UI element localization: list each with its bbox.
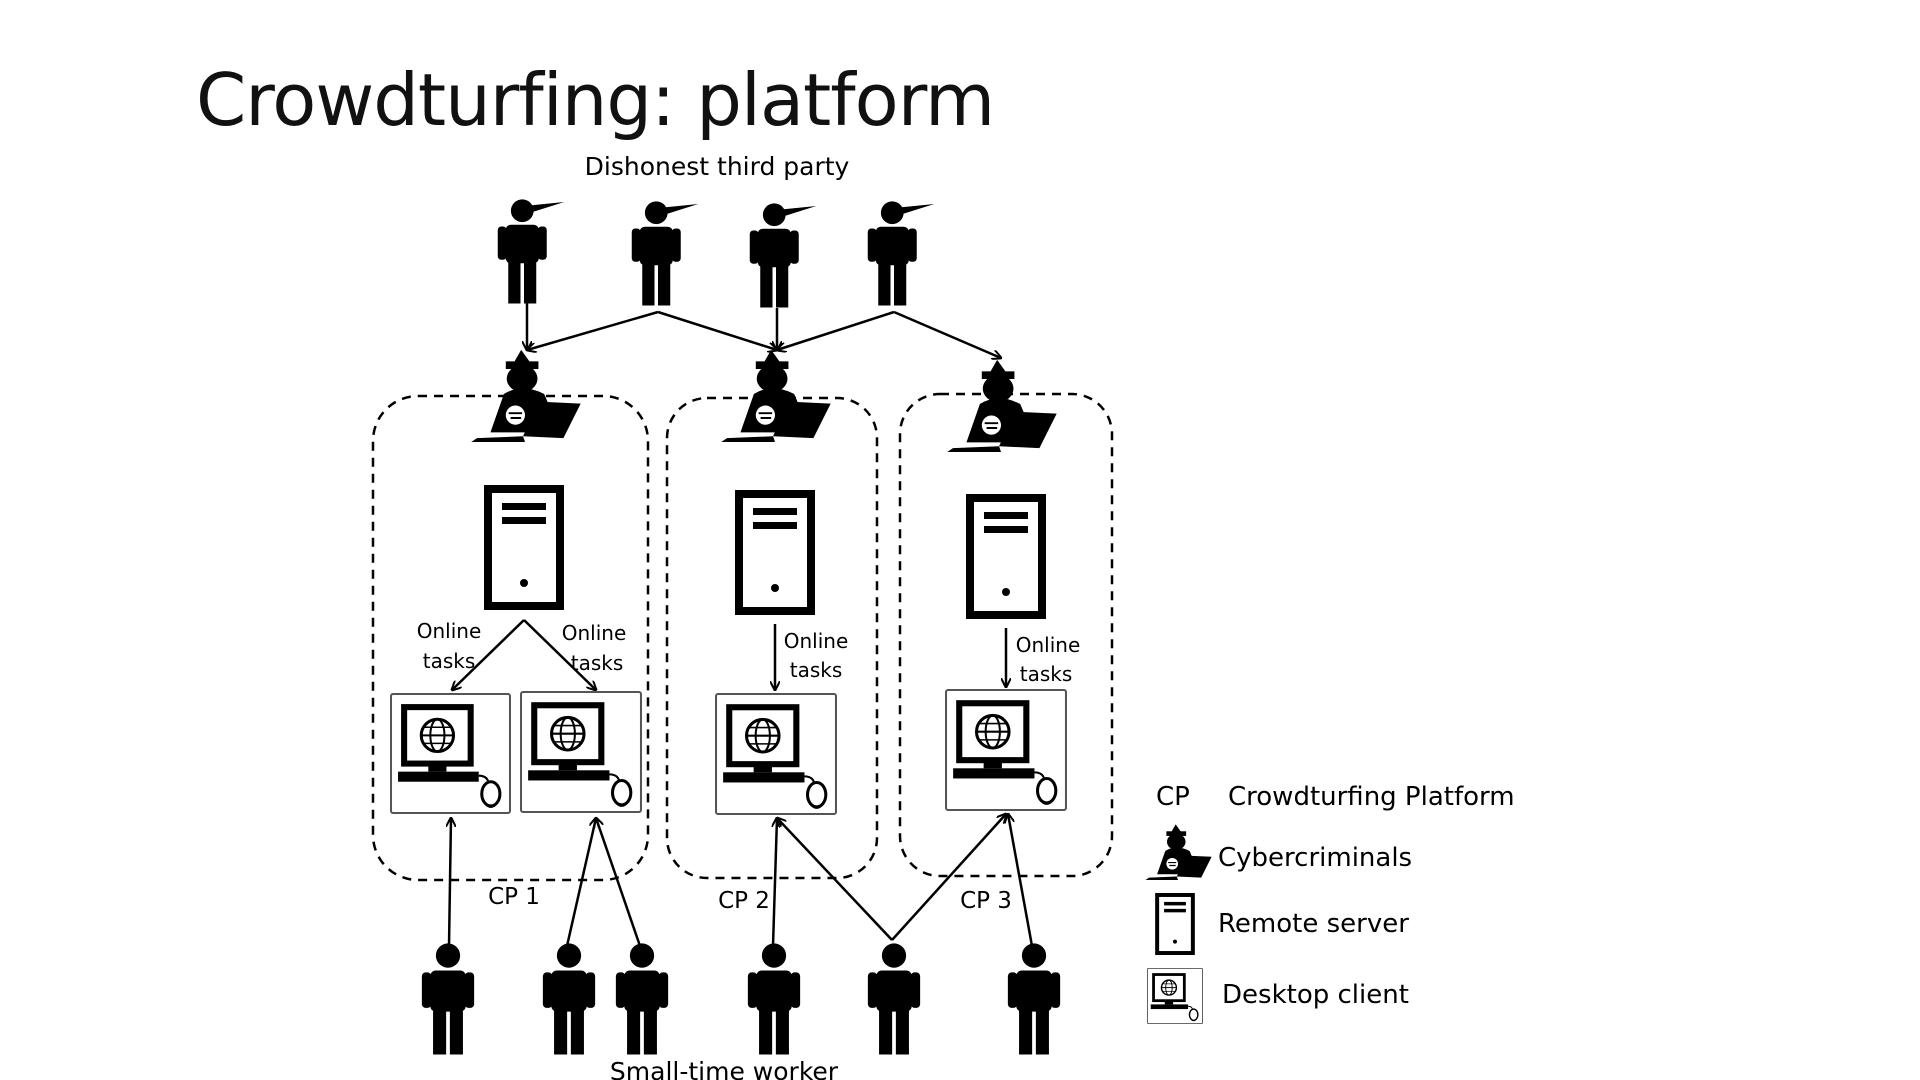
dishonest-third-party-label: Dishonest third party [585, 152, 850, 181]
online-tasks-label: Online tasks [562, 621, 627, 675]
legend-desktop-icon [1147, 968, 1203, 1024]
task-connectors [452, 619, 1006, 690]
platform-label-cp3: CP 3 [960, 888, 1012, 914]
svg-text:tasks: tasks [423, 649, 476, 673]
desktop-client-icon [521, 692, 641, 812]
dishonest-person-icon [497, 199, 565, 304]
platform-label-cp2: CP 2 [718, 888, 770, 914]
svg-text:tasks: tasks [571, 651, 624, 675]
server-icon [739, 494, 811, 611]
dishonest-person-icon [631, 201, 699, 306]
worker-icon [615, 943, 669, 1055]
dishonest-person-icon [749, 203, 817, 308]
svg-text:Online: Online [1016, 633, 1081, 657]
cybercriminal-icon [946, 358, 1058, 452]
desktop-client-icon [946, 690, 1066, 810]
desktop-client-icon [391, 694, 510, 813]
platform-label-cp1: CP 1 [488, 884, 540, 910]
dishonest-person-icon [867, 201, 935, 306]
cybercriminal-icon [720, 348, 832, 442]
top-connectors [527, 300, 1001, 358]
svg-text:Online: Online [417, 619, 482, 643]
legend-desktop-client-text: Desktop client [1222, 980, 1409, 1010]
small-time-worker-label: Small-time worker [610, 1057, 839, 1080]
svg-text:Online: Online [562, 621, 627, 645]
worker-icon [421, 943, 475, 1055]
legend-cybercriminals-text: Cybercriminals [1218, 843, 1412, 873]
desktop-client-icon [716, 694, 836, 814]
worker-icon [747, 943, 801, 1055]
online-tasks-label: Online tasks [784, 629, 849, 682]
worker-icon [542, 943, 596, 1055]
legend-cp-text: Crowdturfing Platform [1228, 782, 1515, 812]
legend-cybercriminal-icon [1144, 823, 1213, 880]
server-icon [488, 489, 560, 606]
svg-text:tasks: tasks [790, 658, 843, 682]
bottom-connectors [449, 814, 1034, 947]
legend: CP Crowdturfing Platform Cybercriminals … [1144, 782, 1515, 1024]
svg-text:tasks: tasks [1020, 662, 1073, 686]
slide-title: Crowdturfing: platform [196, 58, 995, 142]
platform-box-cp1 [371, 394, 650, 882]
legend-server-icon [1155, 893, 1195, 955]
legend-cp-abbr: CP [1156, 782, 1190, 812]
worker-icon [867, 943, 921, 1055]
svg-text:Online: Online [784, 629, 849, 653]
online-tasks-label: Online tasks [417, 619, 482, 673]
legend-remote-server-text: Remote server [1218, 909, 1409, 939]
server-icon [970, 498, 1042, 615]
worker-icon [1007, 943, 1061, 1055]
online-tasks-label: Online tasks [1016, 633, 1081, 686]
